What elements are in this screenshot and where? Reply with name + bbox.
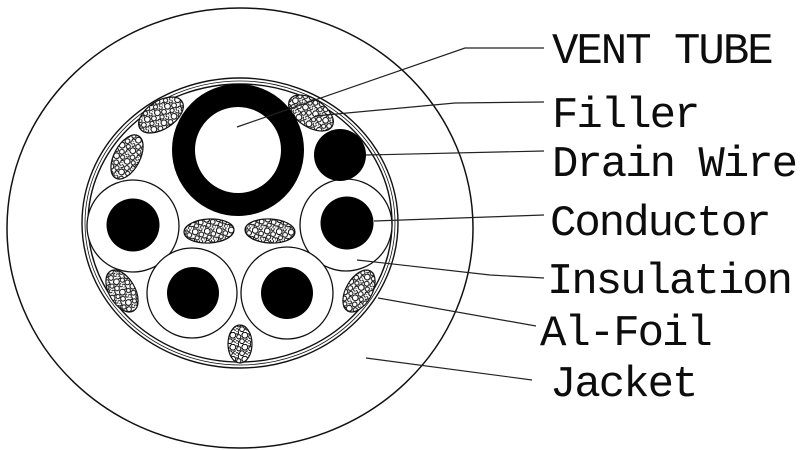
filler-mid-left (183, 218, 235, 244)
filler-bottom-right (342, 269, 376, 313)
label-drain-wire: Drain Wire (552, 140, 796, 190)
al-foil-outer-line (81, 77, 399, 369)
vent-tube-ring (172, 84, 304, 216)
leader-line-al-foil (377, 297, 537, 327)
jacket-outline (6, 7, 474, 449)
label-conductor: Conductor (550, 199, 770, 249)
insulated-conductors (86, 178, 393, 340)
leader-line-drain-wire (365, 150, 545, 156)
label-al-foil: Al-Foil (540, 309, 711, 359)
insulated-conductor-left (86, 179, 180, 273)
label-insulation: Insulation (547, 257, 791, 307)
leader-line-filler (314, 101, 545, 117)
filler-bottom-left (105, 269, 139, 313)
conductor-core (261, 267, 313, 319)
insulated-conductor-bottom-left (146, 247, 238, 339)
conductor-core (167, 267, 219, 319)
conductor-core (106, 198, 160, 252)
filler-bottom-center (227, 324, 253, 364)
fillers (105, 94, 376, 364)
filler-top-right (288, 94, 334, 132)
leader-lines (236, 47, 545, 381)
leader-line-insulation (356, 259, 545, 279)
label-vent-tube: VENT TUBE (552, 27, 772, 77)
leader-line-conductor (373, 214, 545, 222)
filler-left (110, 134, 144, 180)
label-jacket: Jacket (550, 360, 696, 410)
conductor-core (320, 196, 374, 250)
insulated-conductor-right (299, 178, 393, 272)
leader-line-jacket (365, 357, 533, 381)
filler-top-left (138, 96, 184, 134)
leader-line-vent-tube (236, 47, 544, 128)
insulated-conductor-bottom-right (240, 246, 334, 340)
label-filler: Filler (552, 91, 698, 141)
al-foil-middle-line (84, 80, 396, 366)
drain-wire-circle (314, 129, 366, 181)
filler-mid-right (244, 218, 296, 244)
legend-labels: VENT TUBE Filler Drain Wire Conductor In… (540, 27, 798, 410)
